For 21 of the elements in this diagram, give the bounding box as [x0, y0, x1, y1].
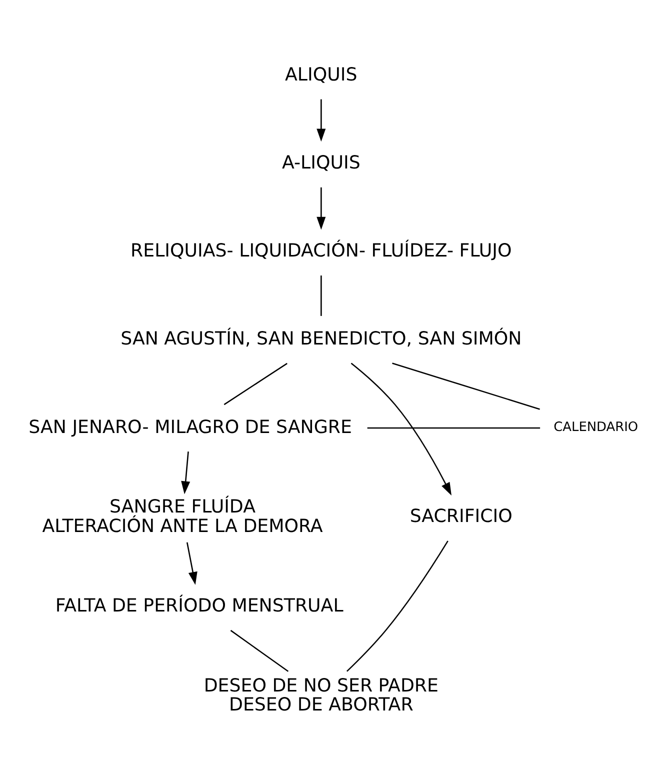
node-text: A-LIQUIS — [282, 152, 360, 174]
node-text: ALIQUIS — [285, 64, 358, 86]
arrow — [181, 452, 190, 494]
connector — [392, 362, 540, 410]
connector — [230, 630, 289, 672]
node-text: SANGRE FLUÍDA ALTERACIÓN ANTE LA DEMORA — [42, 496, 323, 537]
node-text: RELIQUIAS- LIQUIDACIÓN- FLUÍDEZ- FLUJO — [130, 240, 512, 262]
connector — [224, 362, 288, 406]
node-text: FALTA DE PERÍODO MENSTRUAL — [55, 596, 344, 617]
node-text: SAN JENARO- MILAGRO DE SANGRE — [28, 416, 352, 438]
node-text: SACRIFICIO — [410, 506, 512, 528]
arrow — [316, 99, 326, 142]
arrow — [186, 542, 198, 585]
node-text: DESEO DE NO SER PADRE DESEO DE ABORTAR — [204, 675, 438, 716]
connector — [320, 276, 322, 316]
node-text: SAN AGUSTÍN, SAN BENEDICTO, SAN SIMÓN — [120, 328, 522, 350]
arrow — [350, 362, 452, 496]
connector — [346, 540, 448, 672]
arrow — [316, 187, 326, 230]
node-text: CALENDARIO — [554, 420, 638, 436]
connector — [367, 427, 540, 429]
